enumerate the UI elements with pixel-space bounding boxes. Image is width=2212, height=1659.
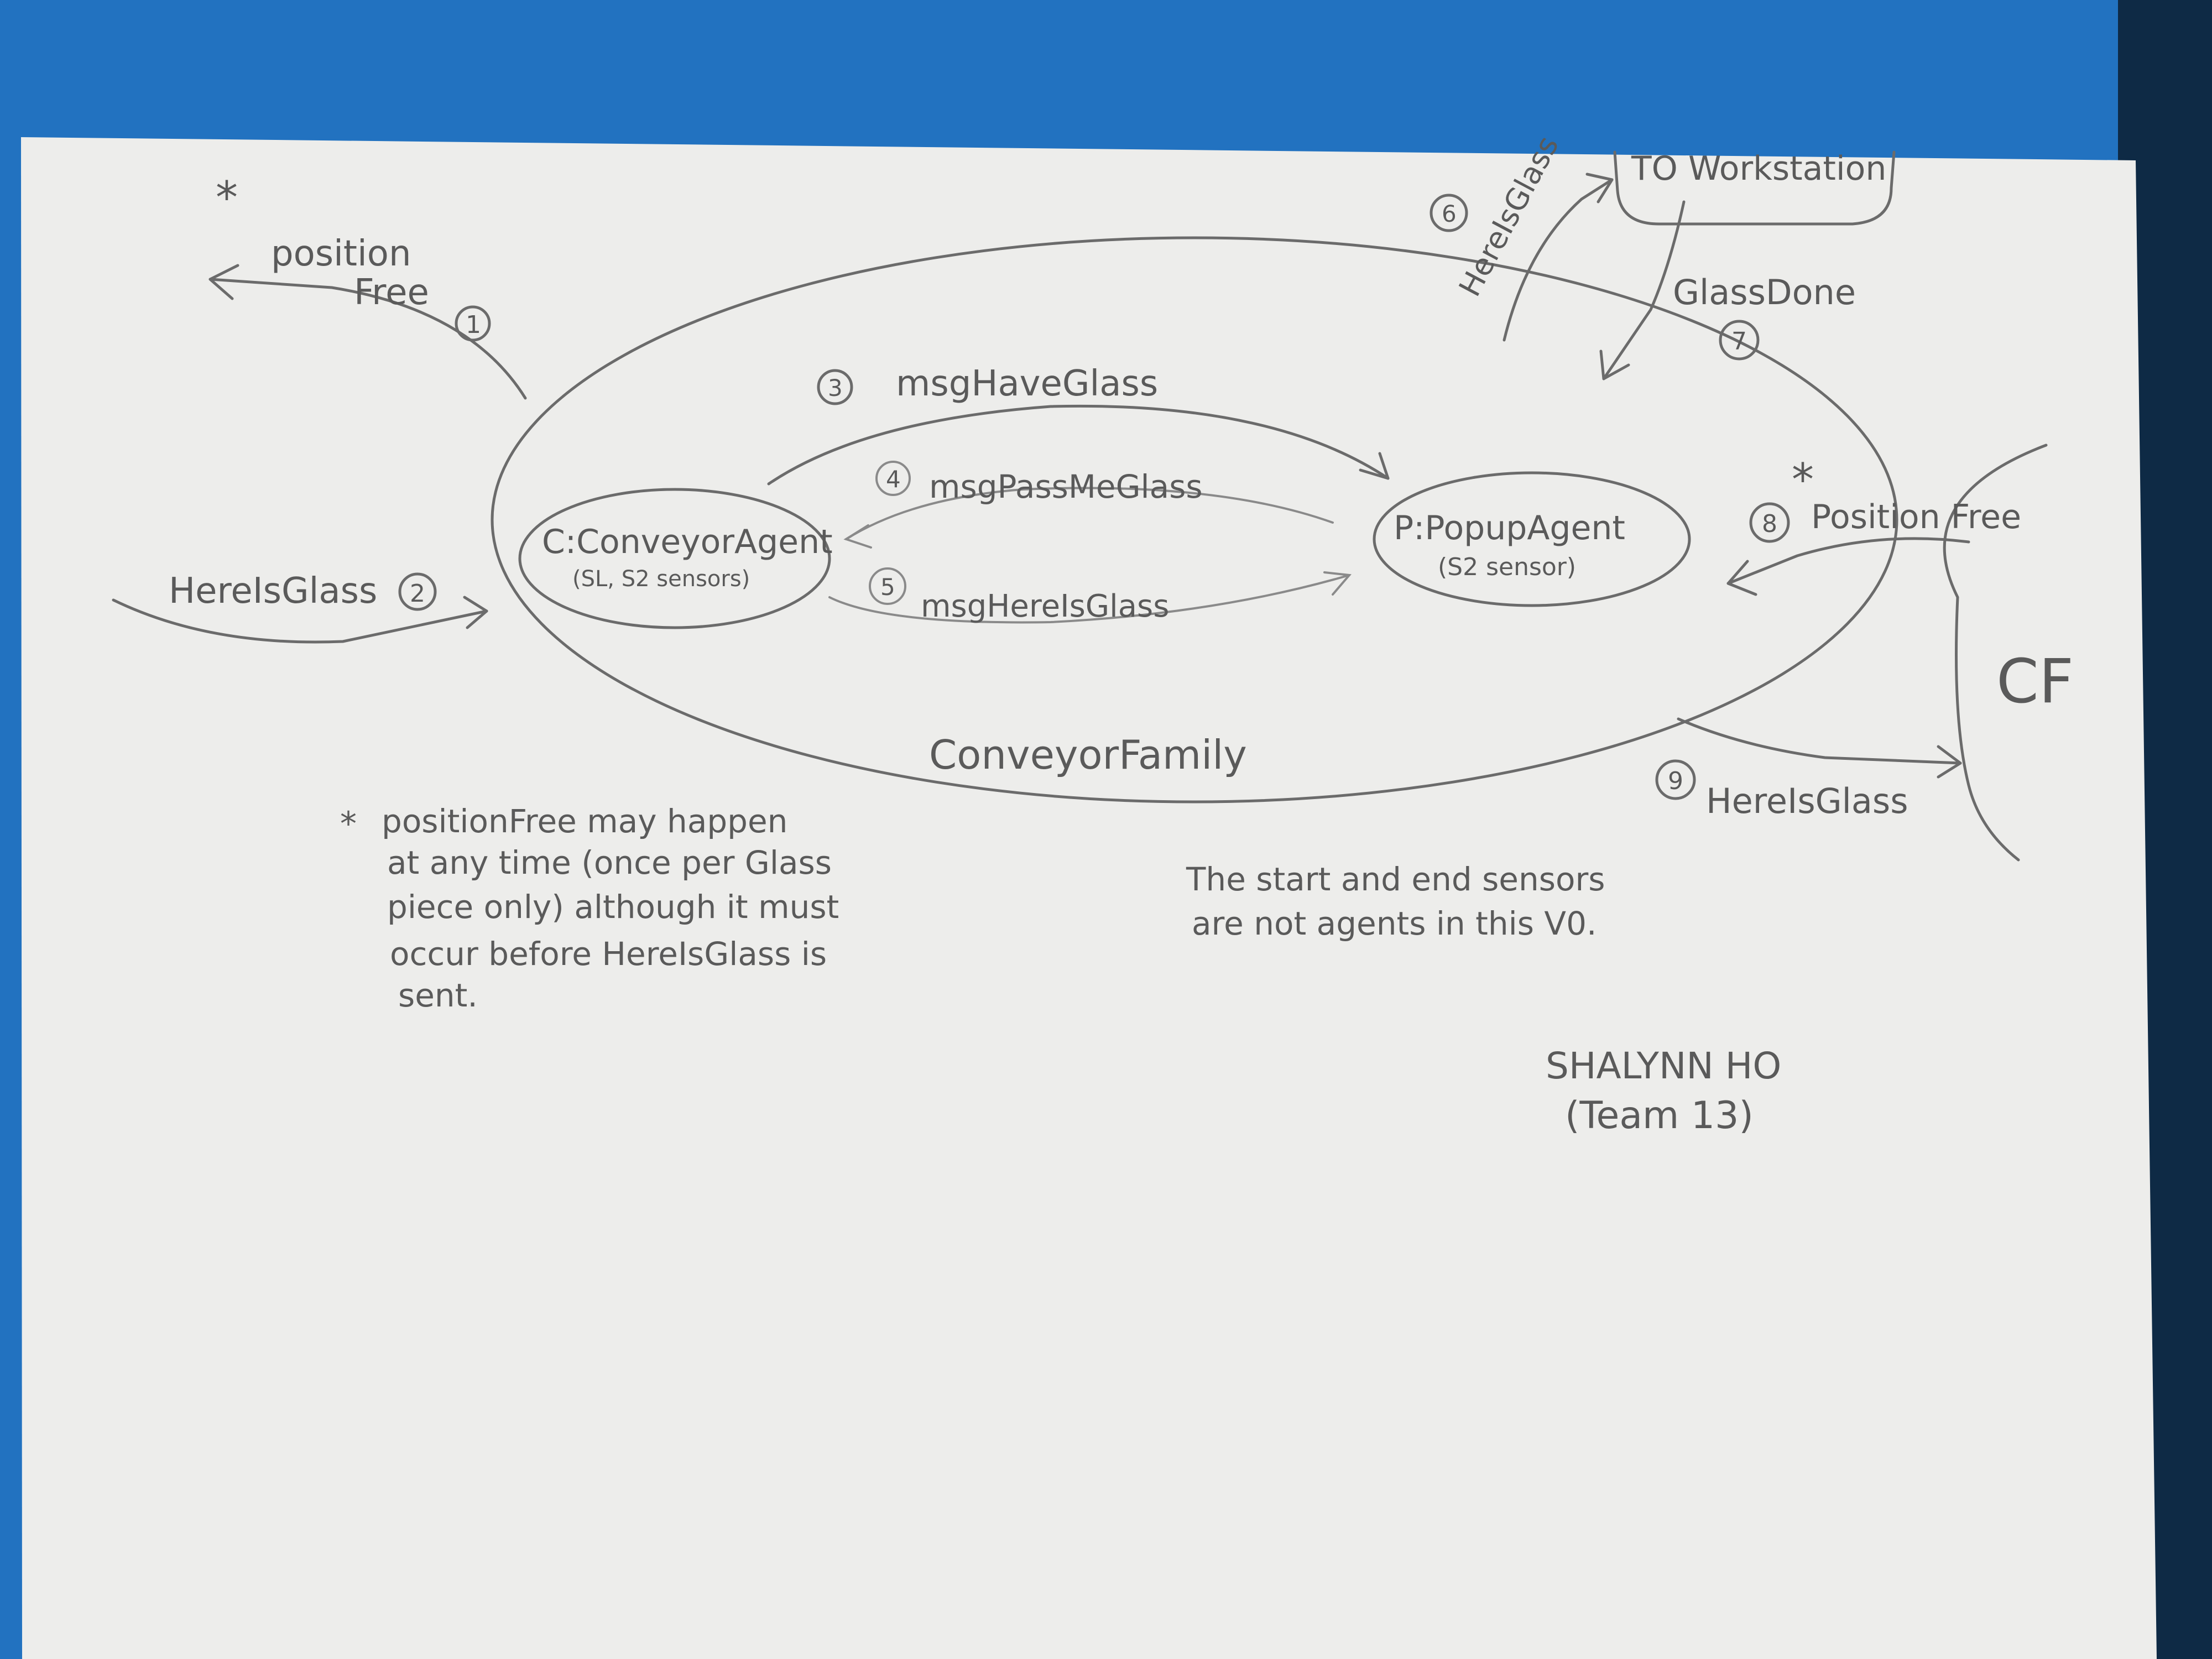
msg-2-label: HereIsGlass	[169, 571, 377, 612]
arrowhead-2	[463, 596, 488, 629]
msg-8-num: 8	[1762, 510, 1777, 538]
conveyor-agent-sub: (SL, S2 sensors)	[572, 566, 750, 592]
arrow-5	[828, 574, 1350, 624]
msg-1-star: *	[216, 172, 238, 223]
arrow-6	[1503, 178, 1614, 342]
signature-name: SHALYNN HO	[1546, 1045, 1781, 1087]
msg-7-num: 7	[1731, 327, 1747, 356]
note-1-line-3: piece only) although it must	[387, 888, 839, 926]
arrowhead-6	[1585, 173, 1614, 204]
msg-9-circle	[1655, 759, 1696, 800]
msg-9-label: HereIsGlass	[1706, 781, 1908, 821]
signature: SHALYNN HO (Team 13)	[1546, 1045, 1781, 1138]
note-1-line-2: at any time (once per Glass	[387, 844, 832, 881]
arrow-1	[208, 278, 527, 400]
msg-1-circle	[455, 305, 491, 342]
popup-agent-label: P:PopupAgent	[1394, 509, 1625, 547]
arrowhead-1	[208, 264, 239, 300]
msg-4-num: 4	[886, 466, 901, 493]
note-2-line-1: The start and end sensors	[1186, 860, 1605, 898]
msg-4-label: msgPassMeGlass	[929, 468, 1203, 505]
position-free-note: * positionFree may happen at any time (o…	[340, 802, 839, 1014]
sensors-note: The start and end sensors are not agents…	[1186, 860, 1605, 942]
cf-boundary	[1943, 444, 2048, 862]
conveyor-family-label: ConveyorFamily	[929, 732, 1247, 778]
msg-8-star: *	[1792, 454, 1814, 505]
msg-3-circle	[817, 369, 853, 405]
msg-7-label: GlassDone	[1673, 272, 1856, 312]
popup-agent-node	[1373, 471, 1691, 607]
msg-8-circle	[1749, 502, 1790, 543]
conveyor-agent-label: C:ConveyorAgent	[542, 523, 833, 561]
arrow-4	[845, 487, 1334, 540]
arrowhead-7	[1599, 349, 1630, 380]
note-1-star: *	[340, 805, 357, 843]
msg-6-num: 6	[1442, 200, 1457, 227]
arrowhead-9	[1937, 745, 1962, 779]
msg-2-num: 2	[410, 580, 425, 608]
note-1-line-1: positionFree may happen	[382, 802, 787, 840]
arrow-8	[1726, 537, 1970, 585]
msg-3-num: 3	[828, 374, 843, 401]
msg-1-label-b: Free	[354, 272, 429, 313]
msg-7-circle	[1719, 320, 1760, 361]
msg-5-num: 5	[880, 573, 895, 601]
signature-team: (Team 13)	[1565, 1094, 1754, 1138]
popup-agent-sub: (S2 sensor)	[1438, 553, 1576, 581]
msg-5-circle	[869, 567, 906, 605]
arrowhead-3	[1359, 452, 1390, 480]
arrow-7	[1602, 200, 1686, 380]
msg-9-num: 9	[1668, 767, 1683, 795]
msg-4-circle	[875, 461, 911, 496]
conveyor-family-ellipse	[491, 236, 1898, 804]
msg-1-label-a: position	[271, 233, 411, 274]
msg-5-label: msgHereIsGlass	[921, 588, 1169, 624]
paper-sheet	[21, 137, 2157, 1659]
msg-2-circle	[398, 572, 437, 611]
workstation-box	[1613, 150, 1896, 226]
note-2-line-2: are not agents in this V0.	[1192, 905, 1597, 942]
note-1-line-5: sent.	[398, 977, 478, 1014]
cf-label: CF	[1996, 646, 2074, 717]
arrowhead-8	[1726, 560, 1757, 596]
arrowhead-4	[843, 524, 872, 549]
arrow-3	[767, 404, 1390, 486]
msg-6-circle	[1430, 194, 1468, 232]
arrow-2	[112, 598, 488, 644]
msg-3-label: msgHaveGlass	[896, 363, 1158, 404]
msg-8-label: Position Free	[1811, 498, 2021, 536]
conveyor-agent-node	[518, 488, 831, 629]
workstation-label: TO Workstation	[1631, 149, 1886, 188]
arrowhead-5	[1323, 571, 1352, 596]
msg-1-num: 1	[466, 311, 481, 339]
note-1-line-4: occur before HereIsGlass is	[390, 935, 827, 973]
message-arrows	[112, 173, 1970, 779]
arrow-9	[1677, 717, 1962, 765]
